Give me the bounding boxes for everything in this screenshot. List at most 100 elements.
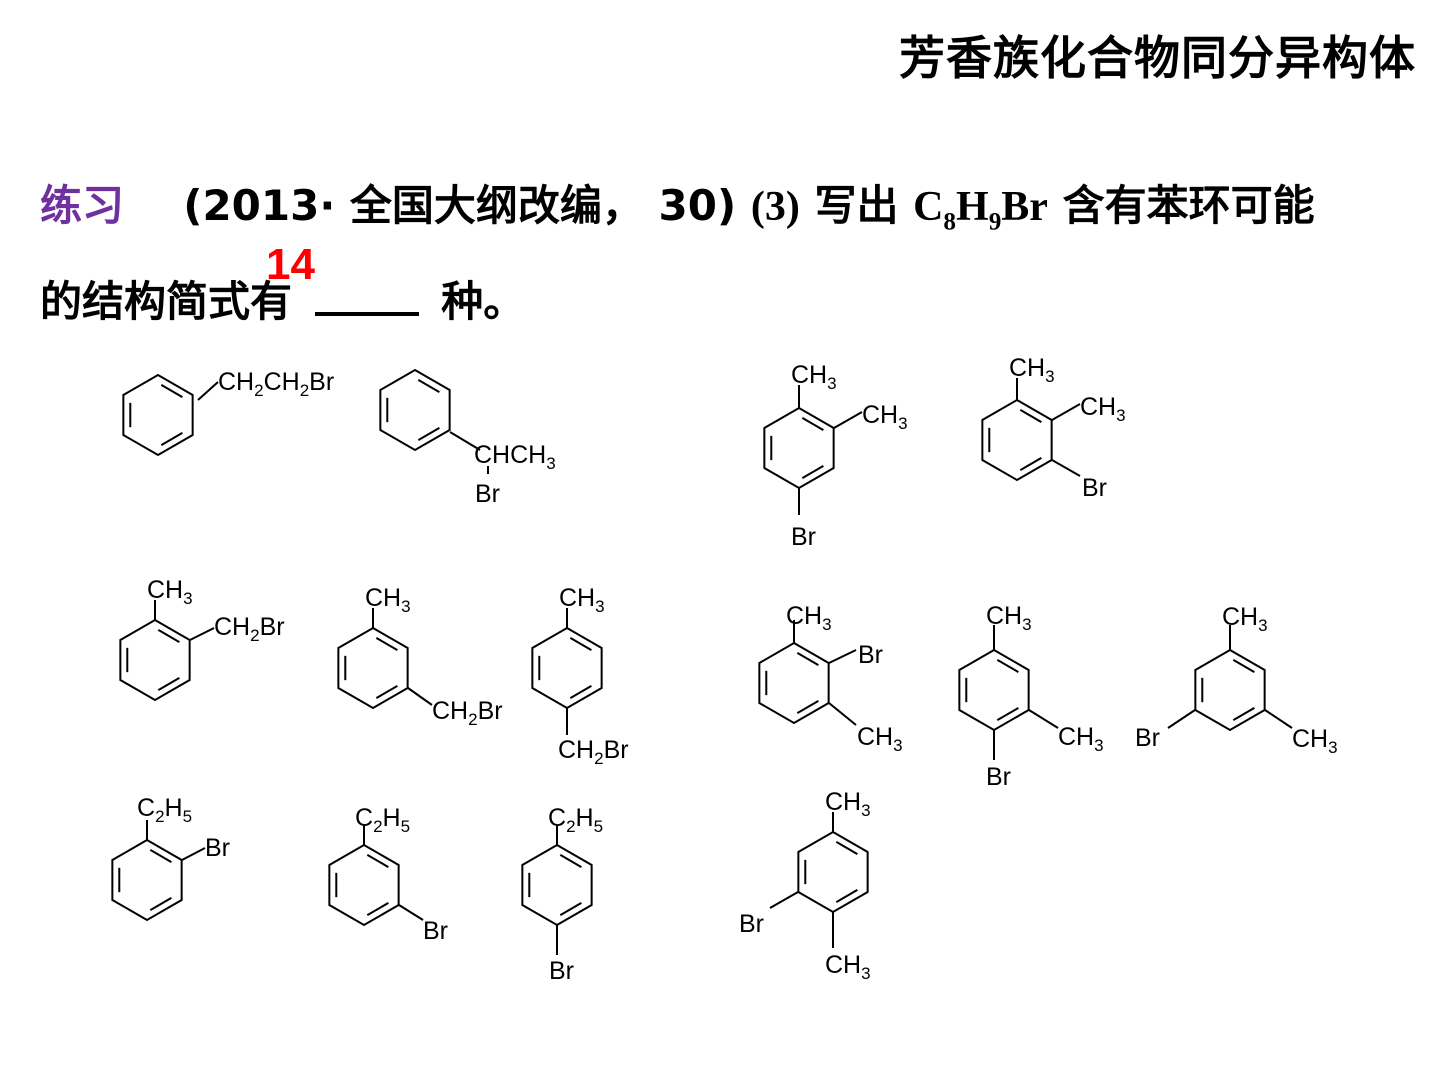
double-bond-line [149, 849, 172, 863]
substituent-bond [197, 381, 219, 401]
label-text: CH [1292, 725, 1328, 753]
substituent-label: CH3 [791, 361, 837, 393]
substituent-bond [1264, 709, 1293, 729]
benzene-ring [531, 626, 603, 710]
label-text: Br [1082, 474, 1107, 502]
double-bond-line [1019, 409, 1042, 423]
label-text: Br [478, 697, 503, 725]
structure-s1: CH2CH2Br [122, 368, 334, 457]
label-text: CH [825, 951, 861, 979]
label-text: CH [986, 602, 1022, 630]
double-bond-line [796, 652, 819, 666]
question-line-2-prefix: 的结构简式有 [40, 277, 293, 326]
substituent-bond [398, 904, 424, 921]
label-text: CH [1222, 603, 1258, 631]
label-subscript: 5 [183, 807, 192, 826]
benzene-ring [981, 398, 1053, 482]
formula-c: C [913, 184, 944, 230]
formula-h: H [956, 184, 989, 230]
label-subscript: 3 [401, 597, 410, 616]
label-text: CH [786, 602, 822, 630]
double-bond-line [801, 465, 824, 479]
substituent-bond [189, 627, 215, 641]
substituent-label: CH3 [1222, 603, 1268, 635]
label-subscript: 3 [1116, 406, 1125, 425]
double-bond-line [417, 379, 440, 393]
label-text: CH [558, 736, 594, 764]
substituent-bond [407, 687, 433, 706]
benzene-ring [1194, 648, 1266, 732]
label-text: CH [1080, 393, 1116, 421]
molecular-formula: C8H9Br [913, 184, 1048, 235]
substituent-label: Br [475, 480, 500, 508]
label-subscript: 3 [595, 597, 604, 616]
substituent-label: CH3 [825, 951, 871, 983]
substituent-label: CH3 [1009, 354, 1055, 386]
benzene-ring [111, 838, 183, 922]
label-text: Br [604, 736, 629, 764]
label-subscript: 3 [822, 615, 831, 634]
label-text: Br [1135, 724, 1160, 752]
label-subscript: 5 [401, 817, 410, 836]
formula-h-sub: 9 [988, 208, 1002, 236]
double-bond-line [417, 427, 440, 441]
label-text: CH [432, 697, 468, 725]
label-subscript: 2 [300, 381, 309, 400]
substituent-label: CHCH3 [474, 441, 556, 473]
label-subscript: 2 [250, 626, 259, 645]
label-subscript: 3 [1045, 367, 1054, 386]
double-bond-line [796, 700, 819, 714]
label-text: Br [260, 613, 285, 641]
question-text-2: 含有苯环可能 [1062, 181, 1315, 230]
benzene-ring [328, 843, 400, 927]
label-subscript: 2 [594, 749, 603, 768]
label-subscript: 3 [898, 414, 907, 433]
label-text: C [355, 804, 373, 832]
substituent-label: Br [986, 763, 1011, 791]
label-text: CH [559, 584, 595, 612]
benzene-ring [797, 830, 869, 914]
substituent-label: CH2Br [214, 613, 285, 645]
label-text: C [137, 794, 155, 822]
benzene-ring [521, 843, 593, 927]
answer-blank[interactable] [314, 282, 419, 316]
label-text: CHCH [474, 441, 546, 469]
label-subscript: 3 [1328, 738, 1337, 757]
substituent-label: CH2Br [558, 736, 629, 768]
double-bond-line [835, 889, 858, 903]
question-part: (3) [750, 184, 800, 230]
label-text: CH [791, 361, 827, 389]
formula-c-sub: 8 [943, 208, 957, 236]
substituent-bond [181, 847, 206, 861]
substituent-label: Br [1135, 724, 1160, 752]
question-line-2-suffix: 种。 [441, 277, 526, 326]
double-bond-line [375, 637, 398, 651]
label-subscript: 2 [254, 381, 263, 400]
double-bond-line [157, 677, 180, 691]
label-text: Br [205, 834, 230, 862]
substituent-label: CH2CH2Br [218, 368, 334, 400]
substituent-bond [828, 702, 857, 726]
double-bond-line [835, 841, 858, 855]
double-bond-line [559, 902, 582, 916]
substituent-label: CH3 [862, 401, 908, 433]
label-subscript: 3 [893, 736, 902, 755]
formula-br: Br [1001, 184, 1048, 230]
double-bond-line [569, 685, 592, 699]
substituent-label: CH3 [147, 576, 193, 608]
label-text: CH [214, 613, 250, 641]
substituent-bond [1051, 403, 1081, 421]
double-bond-line [996, 707, 1019, 721]
substituent-label: Br [858, 641, 883, 669]
substituent-label: Br [1082, 474, 1107, 502]
double-bond-line [157, 629, 180, 643]
substituent-label: Br [205, 834, 230, 862]
question-line-2: 的结构简式有 种。 [40, 268, 525, 329]
